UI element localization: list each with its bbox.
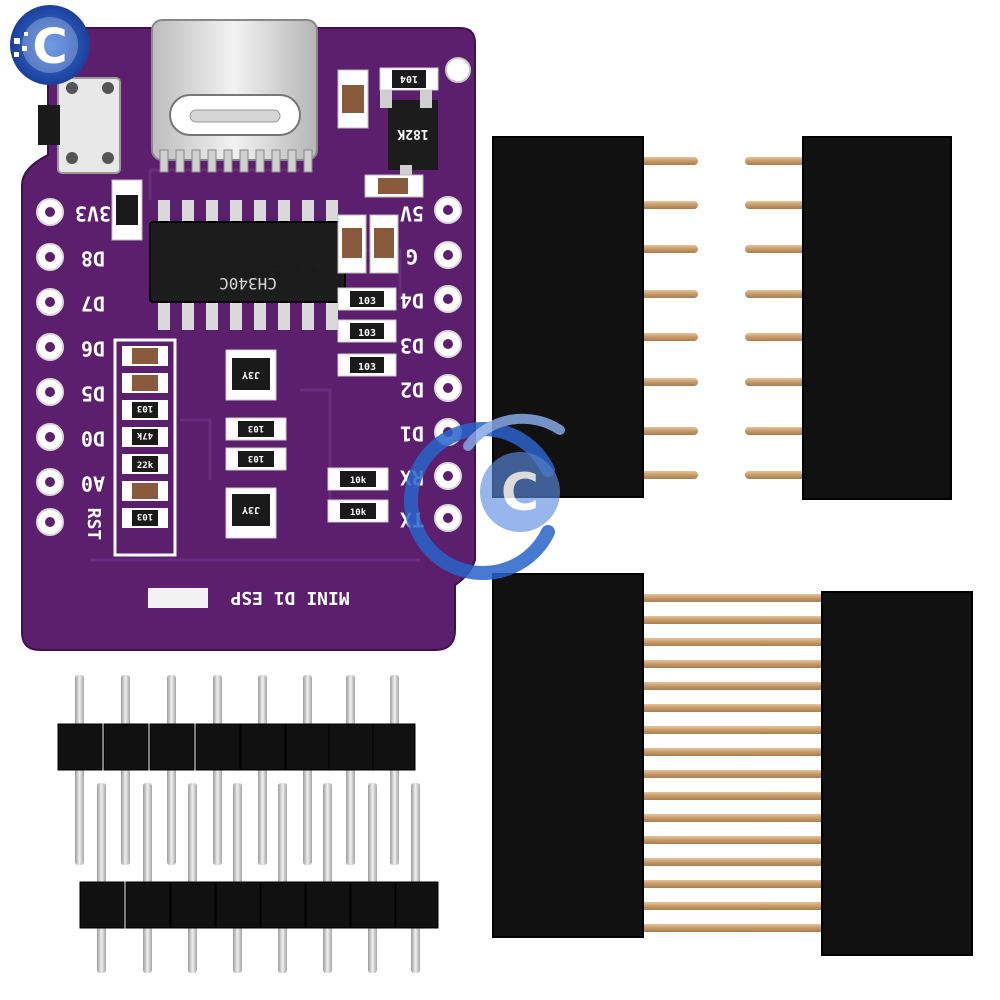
pin-label-g: G [406,245,418,269]
watermark-glyph: C [501,463,539,523]
svg-text:10k: 10k [350,508,367,518]
svg-text:103: 103 [358,328,376,339]
svg-text:22k: 22k [137,461,154,471]
brand-logo: C [10,5,90,85]
chip-code-label: 411415D21 [242,262,318,278]
transistor-top: J3Y [225,349,277,401]
pin-label-d4: D4 [400,289,424,313]
pin-label-d6: D6 [81,337,105,361]
usb-serial-chip: 411415D21 CH340C [149,200,346,330]
chip-model-label: CH340C [219,274,277,293]
resistor-pair-middle: 103 103 [225,417,287,471]
transistor-bottom: J3Y [225,487,277,539]
svg-text:MINI D1 ESP: MINI D1 ESP [230,587,349,608]
watermark-logo: C [404,413,565,580]
male-header-bottom [79,783,439,973]
pin-label-rst: RST [83,508,104,541]
svg-text:J3Y: J3Y [242,369,260,380]
svg-text:103: 103 [248,453,264,463]
pin-label-d1: D1 [400,422,424,446]
regulator-code: 182K [397,126,428,141]
svg-text:103: 103 [137,403,153,413]
resistor-104: 104 [379,67,439,91]
female-header-short-2 [745,136,952,500]
resistor-pair-serial: 10k 10k [327,467,389,523]
svg-text:103: 103 [358,362,376,373]
svg-text:10k: 10k [350,476,367,486]
left-pin-row: 3V3 D8 D7 D6 D5 D0 A0 RST [36,198,111,541]
female-header-long [492,573,973,956]
capacitors [111,69,424,274]
pin-label-d2: D2 [400,378,424,402]
pin-label-d0: D0 [81,427,105,451]
pin-label-d8: D8 [81,247,105,271]
svg-text:103: 103 [137,511,153,521]
pin-label-d3: D3 [400,334,424,358]
resistor-group-right: 103 103 103 [337,287,397,377]
svg-text:J3Y: J3Y [242,504,260,515]
brand-logo-glyph: C [32,19,67,75]
pin-label-d7: D7 [81,292,105,316]
male-header-top [57,675,416,865]
reset-switch [38,77,121,174]
pin-label-d5: D5 [81,382,105,406]
svg-text:103: 103 [358,296,376,307]
voltage-regulator: 182K [380,90,438,183]
board-model-label: MINI D1 ESP [148,587,350,608]
usb-c-connector [151,19,318,173]
pin-label-3v3: 3V3 [75,202,111,226]
svg-text:104: 104 [400,73,418,84]
pin-label-a0: A0 [81,472,105,496]
pin-label-5v: 5V [400,202,424,226]
svg-text:103: 103 [248,423,264,433]
resistor-group-left: 103 47k 22k 103 [113,338,177,557]
svg-text:47k: 47k [136,430,153,440]
